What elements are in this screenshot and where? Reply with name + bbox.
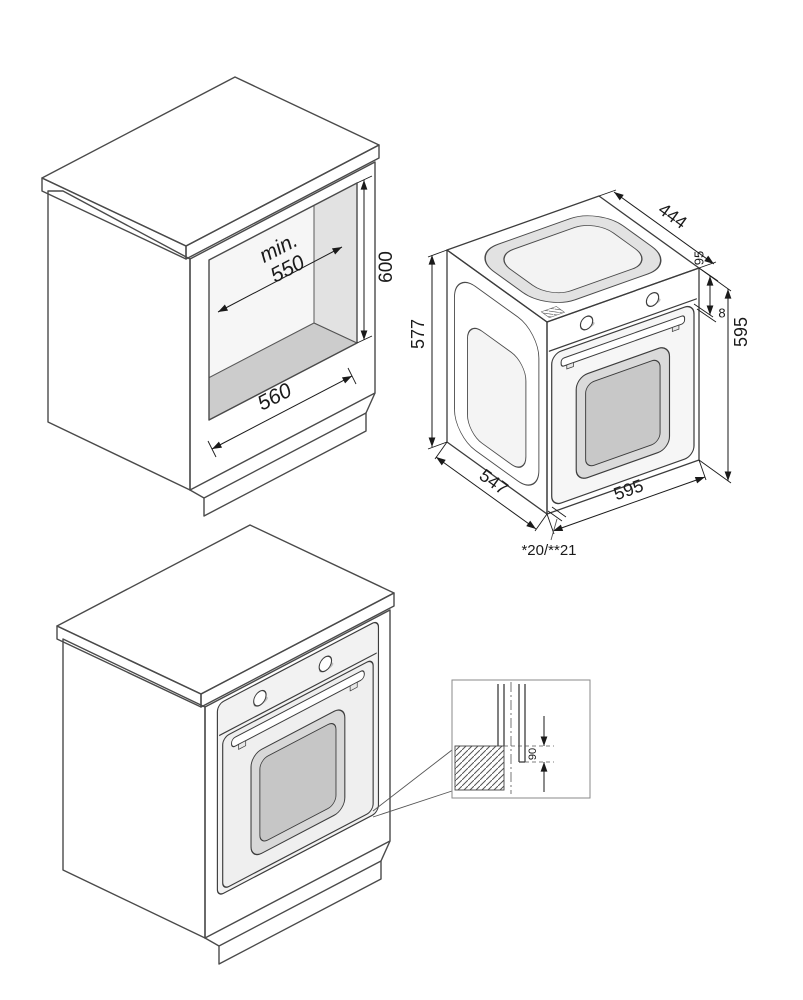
- niche-interior: [209, 183, 357, 420]
- dim-arrow-oven-top-depth: [613, 191, 715, 265]
- tick-line: [598, 189, 617, 197]
- dim-oven-depth: 547: [434, 441, 548, 532]
- installed-oven-diagram: [56, 524, 453, 965]
- plinth-edge: [204, 937, 220, 947]
- dim-arrow-niche-width: [217, 246, 343, 313]
- oven-knob-left: [579, 315, 594, 331]
- dim-arrow-niche-depth: [211, 375, 353, 450]
- dim-label-oven-depth: 547: [476, 465, 512, 499]
- oven-knob-right: [645, 292, 660, 307]
- dim-oven-footnote: *20/**21: [521, 506, 577, 559]
- oven-door-window: [259, 723, 337, 842]
- oven-door-window: [585, 359, 661, 467]
- cabinet-plinth: [203, 412, 367, 517]
- dim-oven-door-offset: 8: [696, 305, 726, 323]
- dim-label-oven-height: 595: [731, 317, 751, 347]
- dim-label-oven-footnote: *20/**21: [521, 542, 576, 559]
- dim-oven-side-height: 577: [408, 249, 448, 450]
- dim-arrow-oven-width: [552, 476, 706, 532]
- control-panel-edge: [219, 652, 377, 737]
- tick-line: [551, 506, 567, 518]
- dim-oven-height: 595: [698, 267, 751, 484]
- plinth-edge: [189, 489, 205, 499]
- oven-door-handle: [231, 670, 365, 748]
- handle-mount-left: [238, 740, 247, 750]
- dim-label-oven-panel-height: 95: [691, 251, 706, 265]
- dim-oven-panel-height: 95: [691, 251, 719, 318]
- plinth-edge: [380, 840, 391, 862]
- handle-mount-left: [566, 362, 574, 370]
- cabinet-plinth: [218, 860, 382, 965]
- oven-front-details: [548, 292, 697, 505]
- dim-label-detail-gap: 90: [527, 748, 539, 760]
- niche-depth-edge: [209, 399, 210, 420]
- dim-label-niche-height: 600: [376, 251, 397, 283]
- dim-label-oven-door-offset: 8: [718, 305, 725, 320]
- cabinet-left-panel: [62, 638, 206, 939]
- oven-knob-right: [318, 655, 333, 673]
- handle-mount-right: [671, 324, 680, 333]
- tick-line: [356, 175, 373, 184]
- tick-line: [546, 513, 555, 535]
- oven-knob-left: [253, 689, 267, 707]
- installed-oven-front: [216, 621, 380, 895]
- tick-line: [427, 441, 448, 450]
- leader-line: [550, 518, 558, 541]
- tick-line: [696, 308, 717, 323]
- tick-line: [547, 510, 563, 522]
- cabinet-niche-diagram: min. 550 600 560: [41, 76, 397, 517]
- niche-depth-edge: [313, 322, 357, 344]
- countertop-left-edge: [41, 177, 187, 260]
- countertop-left-edge: [56, 625, 202, 708]
- tick-line: [698, 267, 732, 292]
- control-panel-edge: [548, 298, 697, 352]
- oven-side-cavity-outline: [467, 327, 527, 468]
- cabinet-left-panel: [47, 190, 191, 491]
- shelf-section-hatch: [454, 745, 505, 791]
- oven-dimensions-diagram: 444 95 8 595 577: [408, 189, 751, 559]
- handle-mount-right: [349, 681, 358, 692]
- dim-niche-height: 600: [356, 175, 397, 344]
- detail-leader-line: [372, 749, 453, 812]
- tick-line: [698, 459, 732, 484]
- dim-label-oven-side-height: 577: [408, 319, 428, 349]
- tick-line: [427, 249, 448, 258]
- oven-top-vent-slots: [540, 306, 566, 318]
- detail-leader-line: [372, 790, 453, 818]
- dim-arrow-oven-depth: [435, 456, 537, 530]
- tick-line: [534, 513, 548, 532]
- tick-line: [434, 441, 448, 460]
- oven-side-details: [454, 281, 540, 486]
- dim-label-oven-top-depth: 444: [655, 199, 691, 233]
- plinth-edge: [365, 392, 376, 414]
- oven-door-handle: [560, 315, 686, 367]
- detail-inset: 90: [451, 679, 591, 799]
